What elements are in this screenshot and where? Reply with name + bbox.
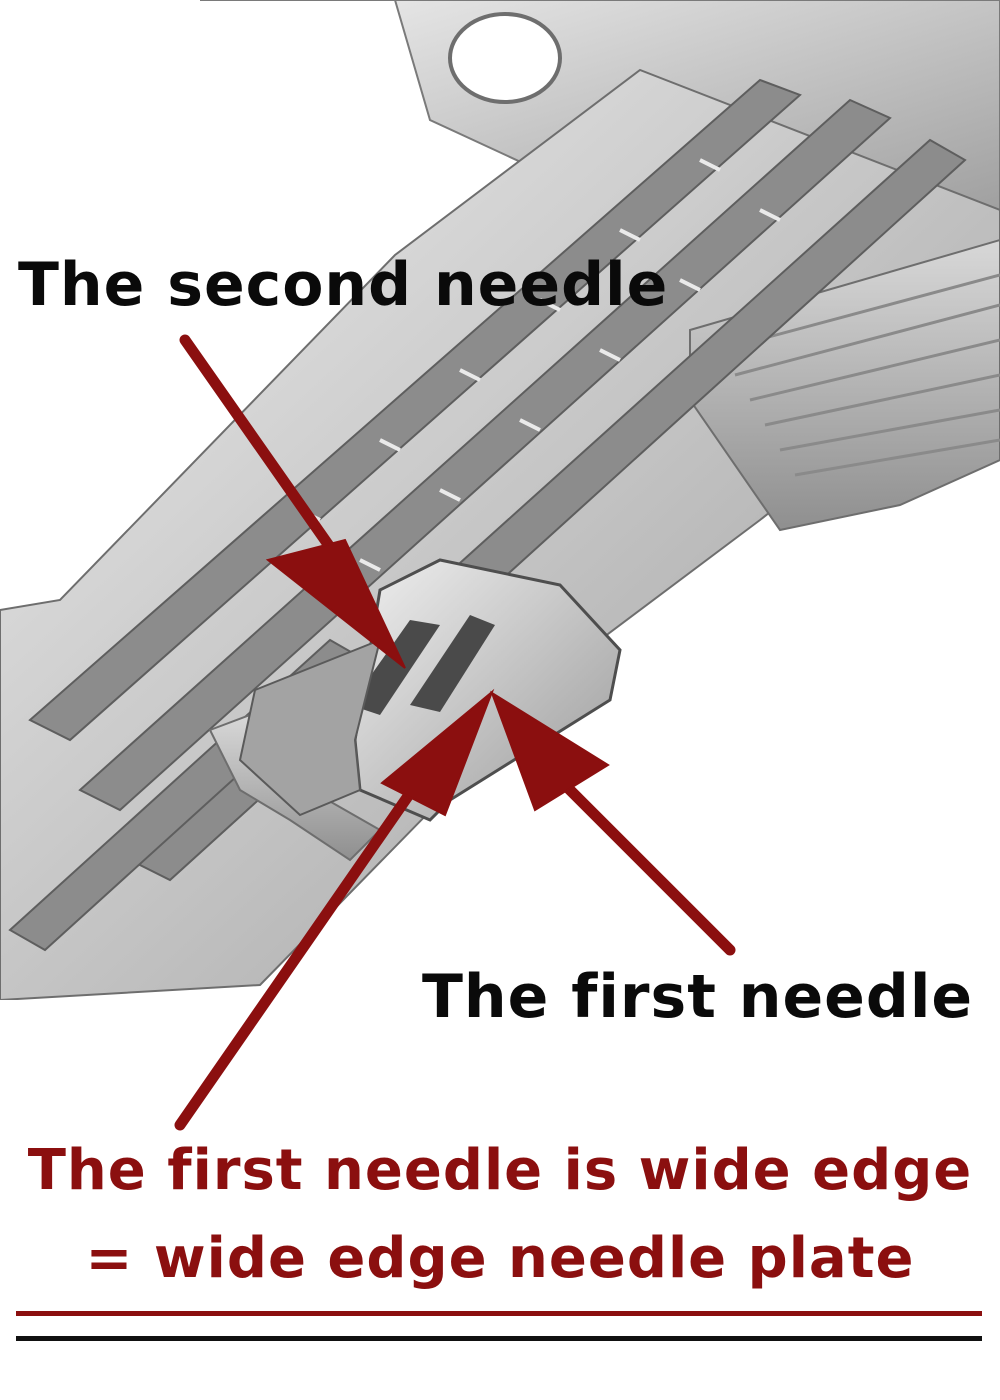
divider-black — [16, 1336, 982, 1341]
divider-red — [16, 1311, 982, 1316]
second-needle-slot — [350, 620, 440, 715]
arrow-icon — [174, 688, 495, 1131]
first-needle-label: The first needle — [422, 962, 974, 1032]
arrow-icon — [490, 690, 736, 956]
first-needle-slot — [410, 615, 495, 712]
caption-line-1: The first needle is wide edge — [27, 1138, 973, 1203]
mounting-hole — [448, 12, 562, 104]
arrow-icon — [179, 334, 406, 669]
second-needle-label: The second needle — [18, 250, 669, 320]
caption-line-2: = wide edge needle plate — [85, 1226, 915, 1291]
